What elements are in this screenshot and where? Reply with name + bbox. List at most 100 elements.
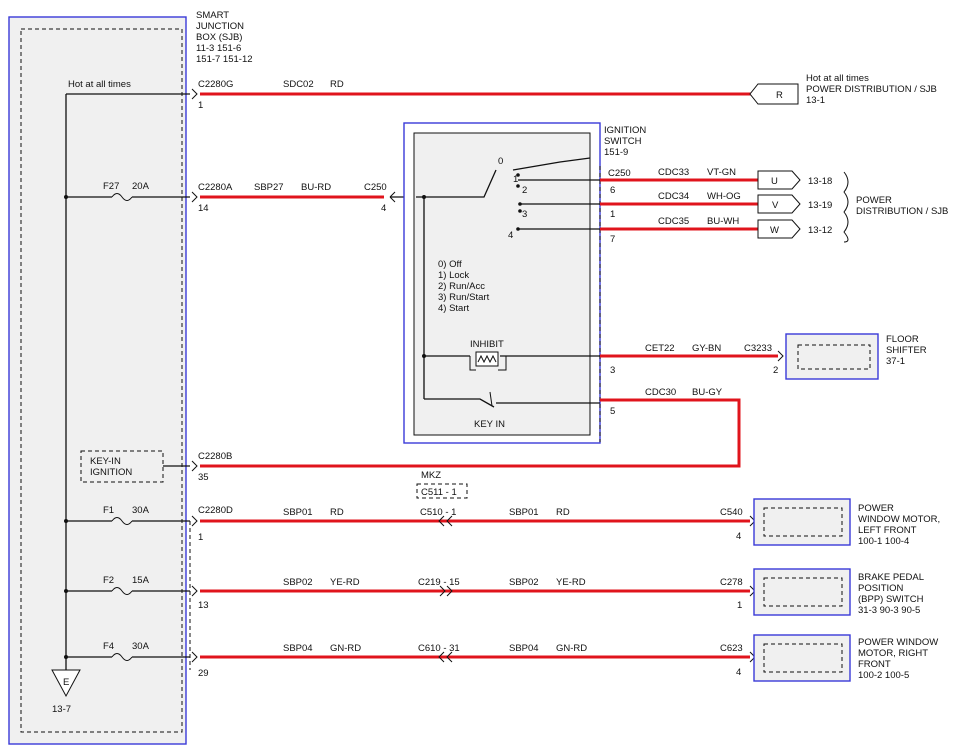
sbp02-circuit-right: SBP02 [509,577,539,588]
fuse-f4-name: F4 [103,641,114,652]
ignition-ref: 151-9 [604,147,628,158]
wire-sbp02: SBP02 YE-RD SBP02 YE-RD C219 - 15 C278 1… [200,568,924,616]
cet22-circuit: CET22 [645,343,675,354]
sbp01-color-left: RD [330,507,344,518]
sjb-inner-dashed [20,28,183,733]
floor-shifter-box [785,333,879,380]
cdc33-color: VT-GN [707,167,736,178]
bpp-1: BRAKE PEDAL [858,572,924,583]
cdc35-color: BU-WH [707,216,739,227]
pwm-left-box [753,498,851,546]
legend-1: 1) Lock [438,270,469,281]
cdc34-pin: 1 [610,209,615,220]
tag-v-label: V [772,200,779,211]
pos-1: 1 [513,174,518,185]
c219-label: C219 - 15 [418,577,460,588]
pwm-right-box [753,634,851,682]
tag-v [757,194,801,214]
c2280g-pin: 1 [198,100,203,111]
sbp04-color-left: GN-RD [330,643,361,654]
c2280a-pin: 14 [198,203,209,214]
sjb-ref-2: 151-7 151-12 [196,54,253,65]
pwm-left-2: WINDOW MOTOR, [858,514,940,525]
sjb-title-1: SMART [196,10,229,21]
bpp-3: (BPP) SWITCH [858,594,924,605]
sbp27-color: BU-RD [301,182,331,193]
pos-4: 4 [508,230,513,241]
inhibit-solenoid [475,351,499,367]
legend-3: 3) Run/Start [438,292,490,303]
ignition-title-2: SWITCH [604,136,642,147]
c2280b-pin: 35 [198,472,209,483]
c610-label: C610 - 31 [418,643,460,654]
sjb-ref-1: 11-3 151-6 [196,43,241,54]
pd-group-brace [843,171,849,243]
pos-2: 2 [522,185,527,196]
smart-junction-box: SMART JUNCTION BOX (SJB) 11-3 151-6 151-… [8,10,253,745]
cdc34-color: WH-OG [707,191,741,202]
tag-u-ref: 13-18 [808,176,832,187]
cdc30-pin: 5 [610,406,615,417]
sbp02-color-right: YE-RD [556,577,586,588]
sbp01-circuit-left: SBP01 [283,507,313,518]
legend-4: 4) Start [438,303,470,314]
c278-label: C278 [720,577,743,588]
tag-u-label: U [771,176,778,187]
c2280d-label: C2280D [198,505,233,516]
tag-w-ref: 13-12 [808,225,832,236]
tag-r [749,83,799,105]
wire-sbp01: SBP01 RD SBP01 RD MKZ C511 - 1 C510 - 1 … [200,470,940,547]
sjb-hot-label: Hot at all times [68,79,131,90]
keyin-ignition-box [80,450,164,483]
c2280g-label: C2280G [198,79,233,90]
sjb-outline [8,16,187,745]
cdc30-color: BU-GY [692,387,723,398]
ignition-inner [413,132,591,436]
sbp27-circuit: SBP27 [254,182,284,193]
ignition-switch: IGNITION SWITCH 151-9 0 1 2 3 4 0) Off 1… [403,122,646,444]
sbp02-color-left: YE-RD [330,577,360,588]
keyin-switch [424,398,600,408]
floor-shifter-3: 37-1 [886,356,905,367]
cdc33-pin: 6 [610,185,615,196]
c278-pin: 1 [737,600,742,611]
wire-cdc30: 5 CDC30 BU-GY [200,387,741,468]
ignition-outputs: C250 CDC33 VT-GN 6 CDC34 WH-OG 1 CDC35 B… [600,167,948,245]
legend-0: 0) Off [438,259,462,270]
c2280d-pin2: 13 [198,600,209,611]
c250-right-label: C250 [608,168,631,179]
tag-v-ref: 13-19 [808,200,832,211]
bpp-box [753,568,851,616]
pwm-right-2: MOTOR, RIGHT [858,648,928,659]
pos-0: 0 [498,156,503,167]
pwm-right-3: FRONT [858,659,891,670]
cet22-pin: 3 [610,365,615,376]
wire-cet22: 3 CET22 GY-BN C3233 2 FLOOR SHIFTER 37-1 [600,333,927,380]
wire-sdc02: SDC02 RD R Hot at all times POWER DISTRI… [200,73,937,106]
keyin-label-1: KEY-IN [90,456,121,467]
fuse-f1-name: F1 [103,505,114,516]
pwm-right-1: POWER WINDOW [858,637,938,648]
cdc33-circuit: CDC33 [658,167,689,178]
sbp04-circuit-left: SBP04 [283,643,313,654]
fuse-f4-amps: 30A [132,641,150,652]
tag-w [757,219,801,239]
sbp01-circuit-right: SBP01 [509,507,539,518]
fuse-f2-amps: 15A [132,575,150,586]
pd-group-title-2: DISTRIBUTION / SJB [856,206,948,217]
sjb-title-2: JUNCTION [196,21,244,32]
pwm-left-1: POWER [858,503,894,514]
c540-pin: 4 [736,531,741,542]
fuse-f1-amps: 30A [132,505,150,516]
fuse-f1 [111,517,133,525]
cet22-color: GY-BN [692,343,721,354]
pwm-left-4: 100-1 100-4 [858,536,909,547]
pwm-right-4: 100-2 100-5 [858,670,909,681]
fuse-f2 [111,587,133,595]
floor-shifter-1: FLOOR [886,334,919,345]
floor-shifter-2: SHIFTER [886,345,927,356]
keyin-switch-label: KEY IN [474,419,505,430]
sdc02-circuit: SDC02 [283,79,314,90]
ignition-title-1: IGNITION [604,125,646,136]
